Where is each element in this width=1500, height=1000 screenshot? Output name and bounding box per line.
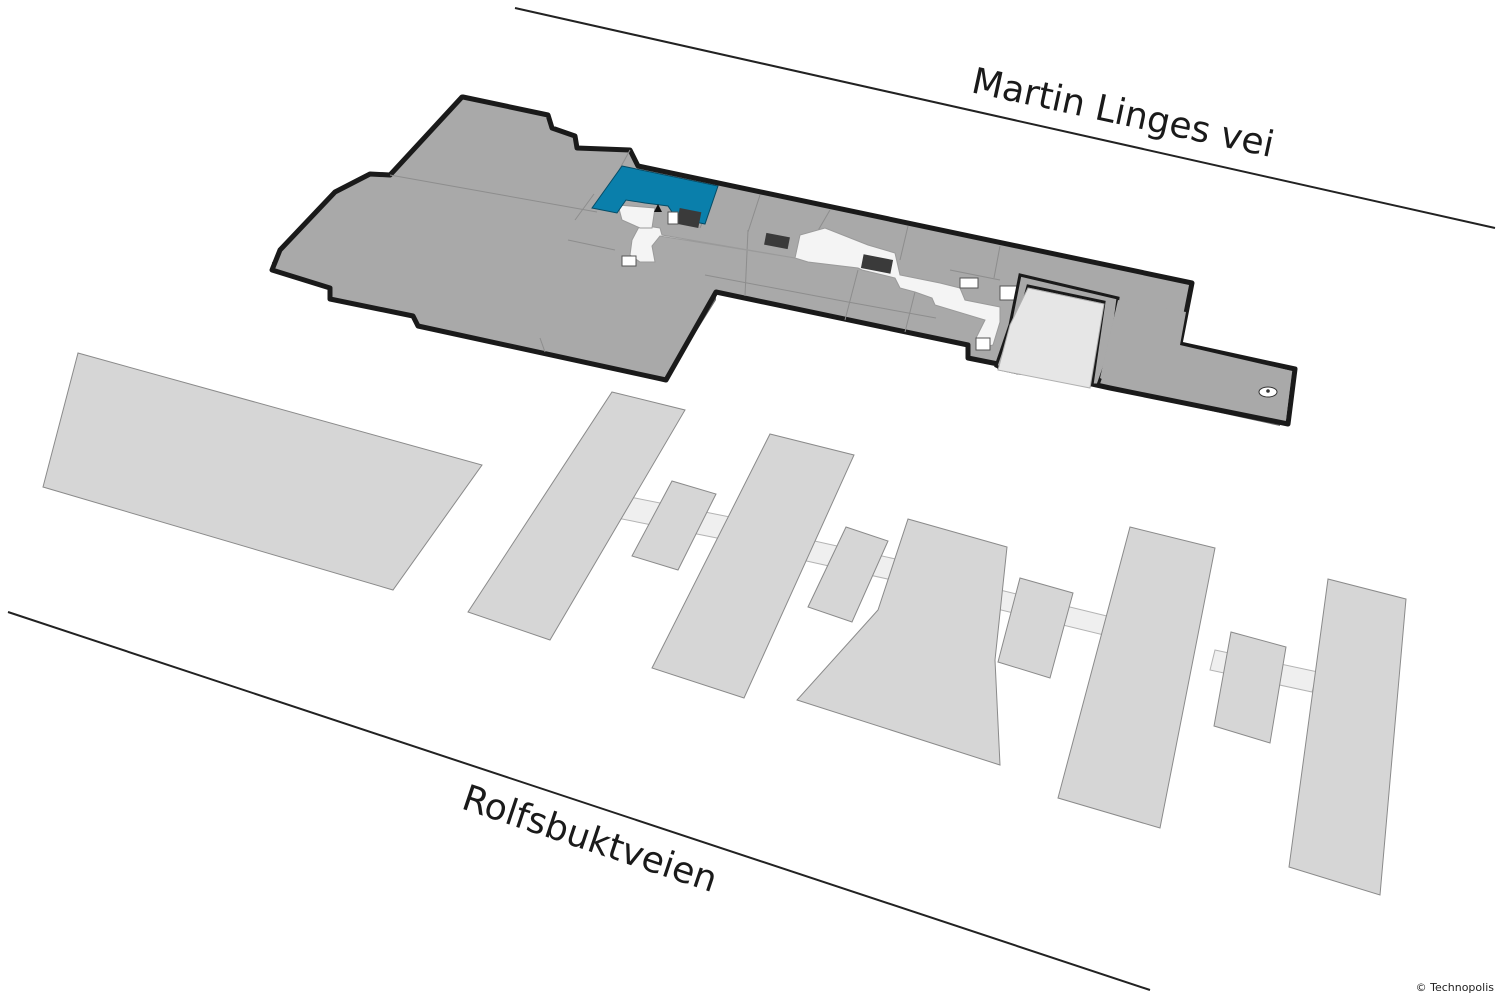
building-link-1[interactable] (631, 480, 717, 571)
location-pin-icon[interactable] (1258, 386, 1278, 398)
copyright-notice: © Technopolis (1415, 981, 1494, 994)
shaft-3 (860, 254, 894, 274)
east-wing[interactable] (1100, 300, 1292, 420)
corridor (629, 224, 1001, 349)
active-floor (269, 94, 1298, 427)
street-line-north (514, 7, 1496, 229)
surrounding-buildings (42, 352, 1407, 896)
street-line-south (7, 611, 1151, 991)
building-block-1[interactable] (467, 391, 686, 641)
corridor-north-branch (617, 204, 656, 229)
street-label-south: Rolfsbuktveien (457, 778, 722, 901)
building-block-3[interactable] (796, 518, 1008, 766)
courtyard[interactable] (997, 287, 1105, 389)
building-block-5[interactable] (1288, 578, 1407, 896)
building-west[interactable] (42, 352, 483, 591)
street-label-north: Martin Linges vei (968, 61, 1278, 166)
building-link-4[interactable] (1213, 631, 1287, 744)
shaft-2 (764, 232, 790, 250)
shaft-1 (676, 208, 702, 228)
building-block-4[interactable] (1057, 526, 1216, 829)
building-link-3[interactable] (997, 577, 1074, 679)
building-link-2[interactable] (807, 526, 889, 623)
you-are-here-icon (654, 204, 662, 212)
building-block-2[interactable] (651, 433, 855, 699)
